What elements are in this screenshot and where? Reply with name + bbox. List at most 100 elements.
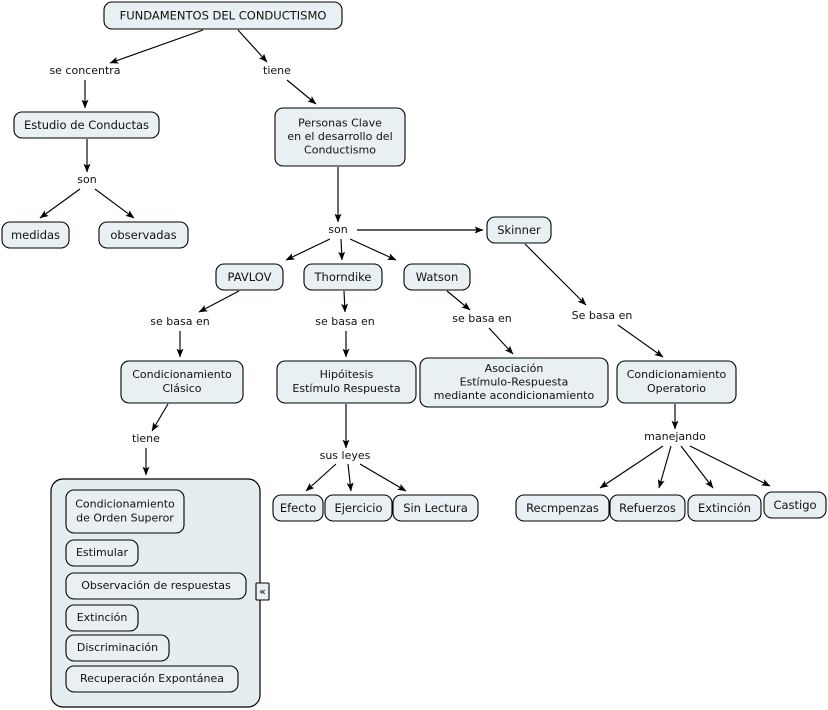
node-label: Recmpenzas bbox=[526, 501, 599, 515]
node-label: Extinción bbox=[698, 501, 751, 515]
node-shape bbox=[486, 216, 552, 244]
node-observadas[interactable]: observadas bbox=[98, 221, 189, 249]
node-label: Sin Lectura bbox=[403, 501, 468, 515]
link-label-l-son-2: son bbox=[328, 223, 347, 236]
edge-sus-leyes-sin-lectura bbox=[359, 463, 407, 492]
node-medidas[interactable]: medidas bbox=[1, 221, 70, 249]
node-shape bbox=[120, 360, 244, 404]
node-shape bbox=[616, 360, 737, 404]
node-refuerzos[interactable]: Refuerzos bbox=[609, 494, 686, 522]
node-estudio[interactable]: Estudio de Conductas bbox=[13, 111, 160, 139]
link-label-l-se-basa-tho: se basa en bbox=[315, 315, 374, 328]
node-label: PAVLOV bbox=[228, 270, 272, 284]
node-shape bbox=[65, 489, 185, 534]
nodes-layer: FUNDAMENTOS DEL CONDUCTISMO Estudio de Co… bbox=[1, 1, 827, 522]
edge-tiene-personas bbox=[286, 79, 317, 105]
node-label: Watson bbox=[416, 270, 459, 284]
node-label: Extinción bbox=[77, 611, 128, 624]
edge-pavlov-se-basa-en bbox=[198, 290, 240, 313]
link-label-l-manejando: manejando bbox=[644, 430, 706, 443]
node-castigo[interactable]: Castigo bbox=[763, 491, 827, 519]
node-shape bbox=[65, 539, 139, 567]
node-shape bbox=[98, 221, 189, 249]
node-root[interactable]: FUNDAMENTOS DEL CONDUCTISMO bbox=[103, 1, 343, 30]
link-label-l-sus-leyes: sus leyes bbox=[320, 449, 371, 462]
node-shape bbox=[515, 494, 610, 522]
node-shape bbox=[403, 263, 471, 291]
node-pavlov[interactable]: PAVLOV bbox=[215, 263, 284, 291]
link-label-l-tiene-2: tiene bbox=[132, 432, 160, 445]
node-shape bbox=[324, 494, 393, 522]
edge-sus-leyes-efecto bbox=[305, 463, 337, 492]
node-thorndike[interactable]: Thorndike bbox=[303, 263, 383, 291]
group-item-discriminacion[interactable]: Discriminación bbox=[65, 634, 170, 662]
node-shape bbox=[65, 665, 239, 693]
edge-clasico-tiene bbox=[151, 403, 169, 432]
node-label: Efecto bbox=[280, 501, 316, 515]
node-label: FUNDAMENTOS DEL CONDUCTISMO bbox=[120, 8, 327, 22]
edges-layer bbox=[39, 29, 771, 492]
node-shape bbox=[65, 604, 139, 632]
node-label: Recuperación Expontánea bbox=[80, 672, 224, 685]
link-label-l-se-concentra: se concentra bbox=[49, 64, 120, 77]
group-item-observacion[interactable]: Observación de respuestas bbox=[65, 572, 247, 600]
node-recompensas[interactable]: Recmpenzas bbox=[515, 494, 610, 522]
group-item-recuperacion[interactable]: Recuperación Expontánea bbox=[65, 665, 239, 693]
node-shape bbox=[272, 494, 324, 522]
edge-se-basa-en-asociacion bbox=[488, 327, 514, 355]
edge-son-pavlov bbox=[285, 238, 331, 261]
collapse-group-button[interactable]: « bbox=[255, 582, 270, 601]
node-shape bbox=[303, 263, 383, 291]
double-chevron-left-icon: « bbox=[259, 585, 266, 598]
edge-se-basa-en-operatorio bbox=[617, 324, 664, 358]
edge-son-watson bbox=[349, 238, 397, 261]
node-shape bbox=[276, 360, 417, 404]
collapse-button-shape bbox=[255, 582, 270, 601]
node-label: Thorndike bbox=[314, 270, 372, 284]
edge-manejando-refuerzos bbox=[657, 445, 672, 489]
node-skinner[interactable]: Skinner bbox=[486, 216, 552, 244]
edge-root-tiene bbox=[237, 29, 268, 63]
node-watson[interactable]: Watson bbox=[403, 263, 471, 291]
node-shape bbox=[419, 357, 609, 408]
node-extincion2[interactable]: Extinción bbox=[687, 494, 762, 522]
edge-sus-leyes-ejercicio bbox=[346, 463, 354, 492]
group-item-estimular[interactable]: Estimular bbox=[65, 539, 139, 567]
edge-root-se-concentra bbox=[109, 29, 204, 64]
node-ejercicio[interactable]: Ejercicio bbox=[324, 494, 393, 522]
edge-son-thorndike bbox=[338, 238, 346, 261]
node-shape bbox=[687, 494, 762, 522]
edge-son-observadas bbox=[94, 188, 135, 219]
edge-skinner-se-basa-en bbox=[524, 243, 587, 306]
node-shape bbox=[65, 634, 170, 662]
node-label: Ejercicio bbox=[334, 501, 382, 515]
node-shape bbox=[65, 572, 247, 600]
edge-son-medidas bbox=[39, 188, 81, 219]
node-label: medidas bbox=[11, 228, 60, 242]
node-label: observadas bbox=[110, 228, 176, 242]
edge-manejando-extincion bbox=[680, 445, 714, 489]
node-shape bbox=[274, 107, 406, 167]
link-label-l-se-basa-ski: Se basa en bbox=[572, 309, 633, 322]
edge-watson-se-basa-en bbox=[446, 290, 471, 311]
link-label-l-son-1: son bbox=[77, 173, 96, 186]
node-sinlectura[interactable]: Sin Lectura bbox=[392, 494, 479, 522]
group-item-extincion1[interactable]: Extinción bbox=[65, 604, 139, 632]
node-shape bbox=[609, 494, 686, 522]
node-efecto[interactable]: Efecto bbox=[272, 494, 324, 522]
edge-manejando-recompensas bbox=[599, 445, 664, 489]
